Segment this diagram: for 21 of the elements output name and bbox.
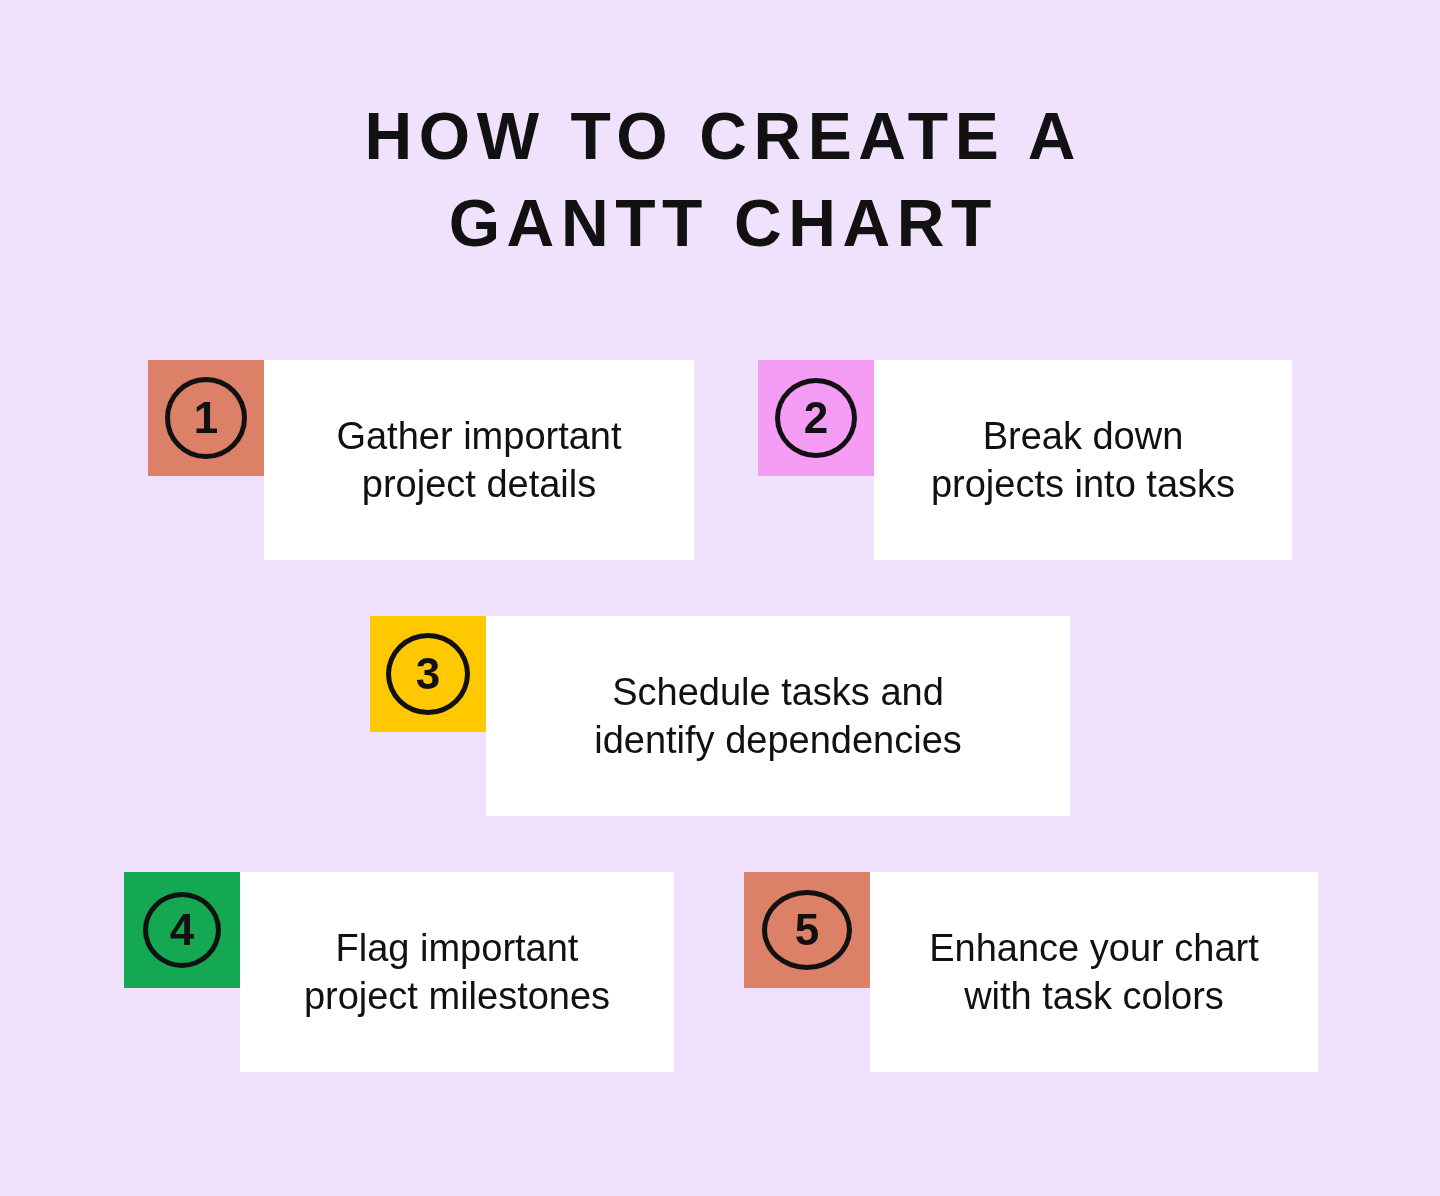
step-card [486,616,1070,816]
step-text: Gather important project details [335,414,623,507]
step-number: 4 [143,892,221,968]
step-number: 3 [386,633,470,715]
step-number: 5 [762,890,852,970]
step-number: 1 [165,377,247,459]
number-tile [148,360,264,476]
step-card [240,872,674,1072]
number-tile [758,360,874,476]
number-tile [370,616,486,732]
step-card [264,360,694,560]
step-text: Schedule tasks and identify dependencies [593,670,963,763]
number-tile [124,872,240,988]
step-text: Break down projects into tasks [929,414,1237,507]
step-card [874,360,1292,560]
step-number: 2 [775,378,857,458]
number-tile [744,872,870,988]
step-card [870,872,1318,1072]
step-text: Flag important project milestones [302,926,612,1019]
title: HOW TO CREATE A GANTT CHART [363,98,1083,262]
step-text: Enhance your chart with task colors [928,926,1260,1019]
